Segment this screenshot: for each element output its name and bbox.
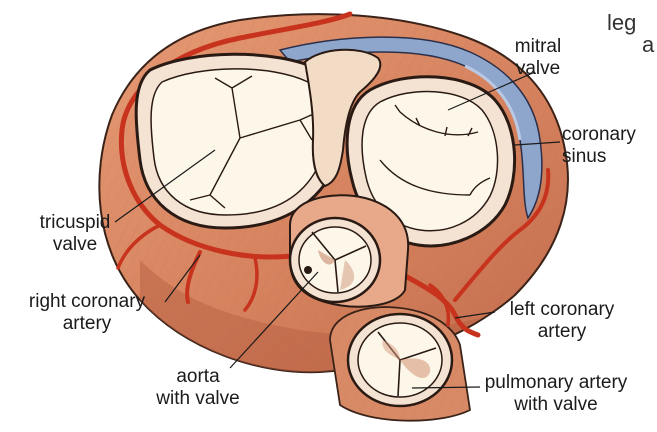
label-aorta-line1: aorta bbox=[148, 366, 248, 388]
label-right-coronary-artery: right coronary artery bbox=[14, 291, 160, 335]
label-aorta-with-valve: aorta with valve bbox=[148, 366, 248, 410]
label-tricuspid-line2: valve bbox=[28, 234, 122, 256]
label-pulmonary-line2: with valve bbox=[480, 394, 632, 416]
label-mitral-valve: mitral valve bbox=[500, 36, 576, 80]
label-coronary-line1: coronary bbox=[562, 124, 656, 146]
cutoff-text-2: a bbox=[642, 32, 654, 58]
label-tricuspid-valve: tricuspid valve bbox=[28, 212, 122, 256]
label-coronary-sinus: coronary sinus bbox=[562, 124, 656, 168]
label-left-coronary-line2: artery bbox=[497, 321, 627, 343]
pulmonary-artery-with-valve bbox=[348, 314, 452, 406]
aorta-with-valve bbox=[290, 195, 408, 306]
label-mitral-line1: mitral bbox=[500, 36, 576, 58]
label-pulmonary-artery: pulmonary artery with valve bbox=[480, 372, 632, 416]
label-right-coronary-line2: artery bbox=[14, 313, 160, 335]
label-left-coronary-artery: left coronary artery bbox=[497, 299, 627, 343]
label-mitral-line2: valve bbox=[500, 58, 576, 80]
label-aorta-line2: with valve bbox=[148, 388, 248, 410]
label-coronary-line2: sinus bbox=[562, 146, 656, 168]
cutoff-text-1: leg bbox=[607, 10, 636, 36]
label-left-coronary-line1: left coronary bbox=[497, 299, 627, 321]
label-pulmonary-line1: pulmonary artery bbox=[480, 372, 632, 394]
label-tricuspid-line1: tricuspid bbox=[28, 212, 122, 234]
label-right-coronary-line1: right coronary bbox=[14, 291, 160, 313]
